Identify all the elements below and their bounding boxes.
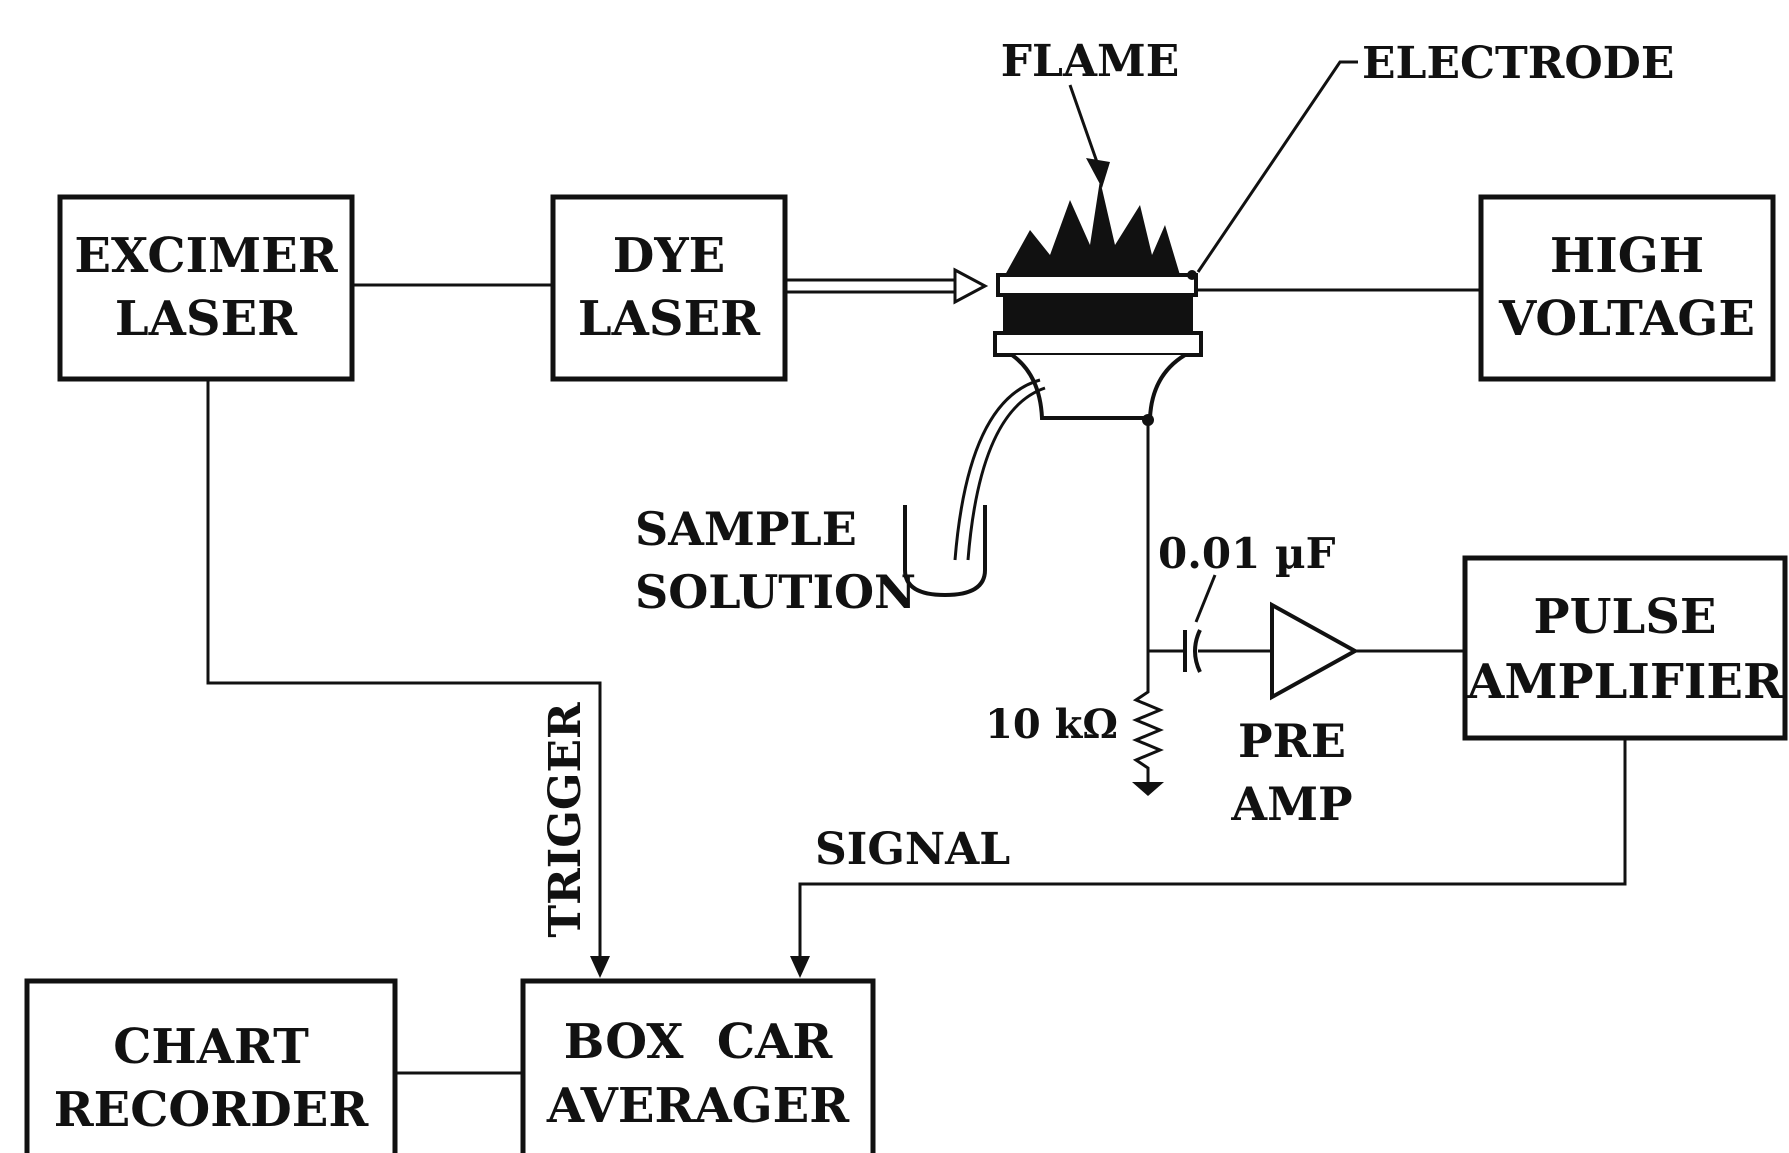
chart-recorder-label-2: RECORDER [54, 1082, 370, 1138]
nebulizer-chamber [1010, 353, 1187, 420]
sample-capillary [953, 378, 1041, 561]
burner-top-plate [996, 273, 1198, 297]
box-car-averager-label-2: AVERAGER [546, 1078, 850, 1134]
burner-head [1003, 297, 1193, 331]
resistor-icon [1132, 680, 1164, 778]
capacitor-label-leader [1194, 574, 1217, 623]
trigger-arrowhead [590, 956, 610, 978]
box-car-averager-block: BOX CAR AVERAGER [520, 978, 876, 1153]
high-voltage-block: HIGH VOLTAGE [1478, 194, 1776, 382]
preamp-label-1: PRE [1238, 714, 1346, 768]
signal-line [798, 738, 1627, 966]
preamp-icon [1270, 601, 1360, 701]
electrode-tip [1187, 270, 1197, 280]
electrode-label-leader [1196, 60, 1358, 273]
signal-arrowhead [790, 956, 810, 978]
electrode-label: ELECTRODE [1362, 38, 1674, 89]
sample-capillary-inner [966, 386, 1046, 561]
sample-solution-label-1: SAMPLE [635, 502, 857, 556]
chart-recorder-label-1: CHART [113, 1019, 309, 1075]
burner-base-plate [993, 331, 1203, 357]
pulse-amplifier-label-1: PULSE [1534, 589, 1717, 645]
flame-label-leader [1068, 84, 1100, 166]
flame-icon [1005, 180, 1180, 275]
chart-recorder-block: CHART RECORDER [24, 978, 398, 1153]
high-voltage-label-2: VOLTAGE [1498, 291, 1755, 347]
excimer-laser-label-2: LASER [115, 291, 298, 347]
excimer-laser-block: EXCIMER LASER [57, 194, 355, 382]
trigger-line [206, 379, 602, 966]
beam-arrowhead [953, 267, 989, 305]
resistor-label: 10 kΩ [985, 701, 1118, 748]
flame-label: FLAME [1001, 36, 1180, 87]
high-voltage-label-1: HIGH [1550, 228, 1704, 284]
preamp-label-2: AMP [1230, 777, 1352, 831]
sample-beaker-icon [903, 505, 987, 598]
laser-beam [785, 267, 989, 305]
trigger-label: TRIGGER [540, 702, 591, 938]
capacitor-label: 0.01 µF [1158, 529, 1336, 578]
dye-laser-label-2: LASER [578, 291, 761, 347]
signal-label: SIGNAL [815, 824, 1010, 875]
pulse-amplifier-block: PULSE AMPLIFIER [1462, 555, 1788, 741]
box-car-averager-label-1: BOX CAR [564, 1014, 834, 1070]
dye-laser-label-1: DYE [613, 228, 725, 284]
capacitor-icon [1183, 629, 1202, 673]
sample-solution-label-2: SOLUTION [635, 565, 916, 619]
ground-icon [1132, 782, 1164, 796]
dye-laser-block: DYE LASER [550, 194, 788, 382]
excimer-laser-label-1: EXCIMER [74, 228, 338, 284]
flame-label-arrowhead [1086, 158, 1110, 188]
burner-assembly [993, 180, 1203, 420]
pulse-amplifier-label-2: AMPLIFIER [1466, 654, 1784, 710]
